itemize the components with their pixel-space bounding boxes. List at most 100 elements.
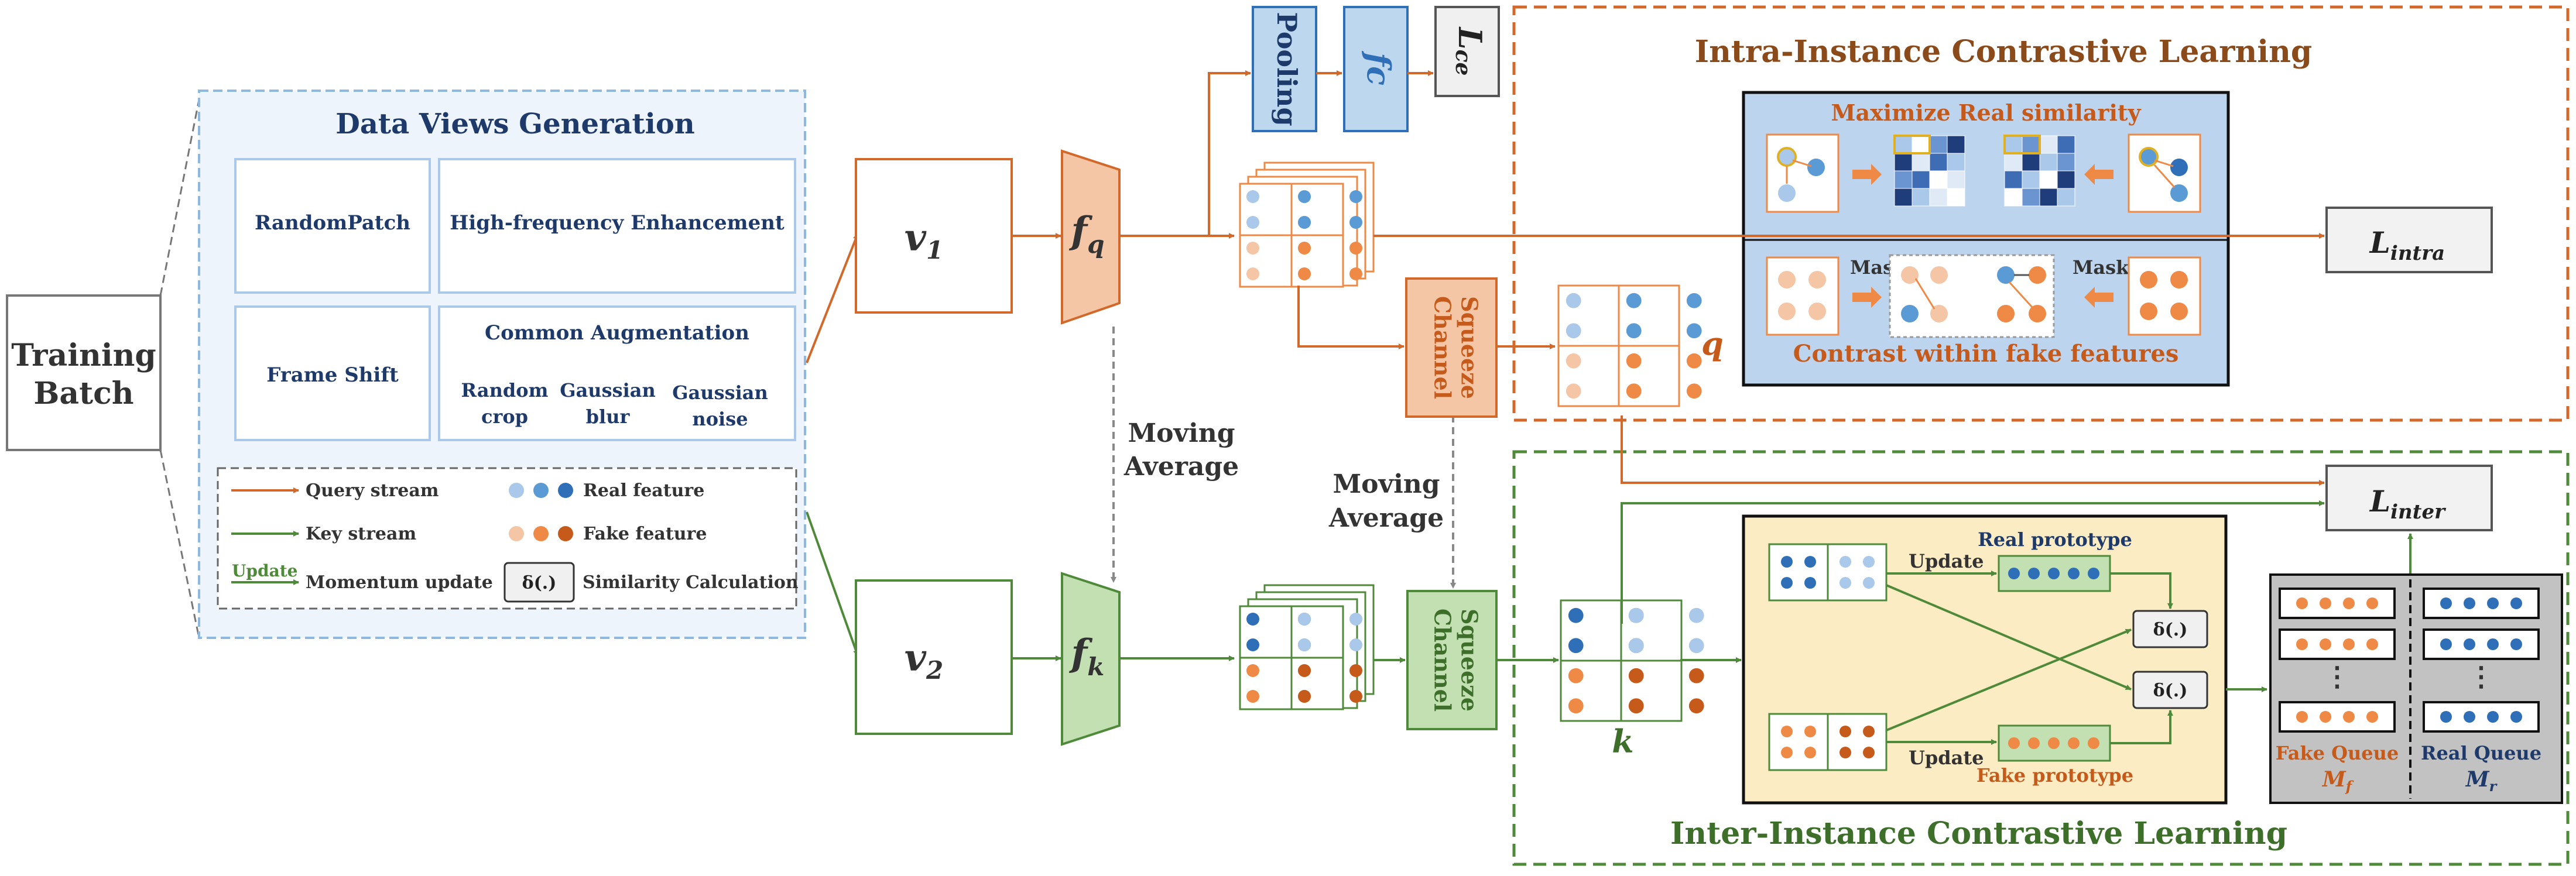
fake-queue-symbol: M (2321, 767, 2347, 792)
contrast-fake-label: Contrast within fake features (1793, 340, 2179, 367)
heatmap-cell (1894, 135, 1913, 154)
graph-node (1808, 271, 1826, 288)
view-v1: v1 (855, 158, 1013, 314)
lce-symbol: L (1451, 26, 1489, 50)
flow-arrow (2110, 572, 2173, 609)
heatmap-cell (2039, 188, 2058, 207)
loss-inter-symbol: L (2369, 484, 2390, 518)
heatmap-cell (2004, 153, 2023, 171)
queue-dot (2510, 638, 2522, 650)
heatmap-cell (1894, 188, 1913, 207)
flow-arrow (1886, 628, 2132, 731)
flow-arrow (1886, 584, 2132, 691)
heatmap-cell (2057, 135, 2075, 154)
feature-dot (1863, 726, 1875, 737)
feature-dot (1781, 747, 1793, 758)
queue-dot (2487, 711, 2499, 723)
feature-dot (1839, 556, 1851, 568)
queue-dot (2296, 711, 2308, 723)
feature-dot (1298, 190, 1311, 203)
encoder-fq: fq (1061, 149, 1121, 325)
feature-dot (1686, 353, 1702, 369)
feature-dot (1781, 556, 1793, 568)
feature-dot (1688, 698, 1704, 714)
queue-dot (2464, 711, 2475, 723)
feature-dot (1804, 726, 1816, 737)
pooling-label: Pooling (1271, 12, 1303, 126)
queue-dot (2320, 597, 2331, 609)
intra-title: Intra-Instance Contrastive Learning (1695, 34, 2313, 70)
v2-subscript: 2 (926, 656, 943, 685)
feature-dot (1568, 698, 1584, 714)
fake-panel (1766, 256, 1839, 336)
lce-subscript: ce (1451, 50, 1475, 76)
heatmap-cell (1912, 153, 1930, 171)
mask-panel (1889, 254, 2055, 338)
flow-arrow (2084, 287, 2113, 308)
loss-intra-subscript: intra (2390, 242, 2445, 265)
feature-dot (1349, 613, 1362, 626)
feature-dot (1781, 577, 1793, 589)
graph-edge (2008, 281, 2034, 309)
graph-node (1778, 303, 1796, 320)
legend-fake-feature: Fake feature (583, 524, 707, 544)
feature-dot (1349, 190, 1362, 203)
legend: Query stream Key stream Update Momentum … (217, 467, 799, 610)
graph-node (1930, 266, 1948, 284)
feature-dot (1686, 323, 1702, 339)
graph-edge (2153, 164, 2176, 188)
view-v2: v2 (855, 579, 1013, 735)
feature-dot (1349, 267, 1362, 280)
queue-dot (2320, 711, 2331, 723)
q-feature-grid (1557, 284, 1702, 407)
legend-real-feature: Real feature (583, 480, 704, 501)
channel-squeeze-k-line1: Channel (1430, 609, 1456, 712)
heatmap-cell (2022, 153, 2040, 171)
fake-panel (2128, 256, 2201, 336)
feature-dot (1686, 383, 1702, 399)
fake-prototype-label: Fake prototype (1976, 764, 2133, 786)
pooling-block: Pooling (1252, 6, 1317, 132)
feature-dot (1686, 293, 1702, 308)
svg-text:v2: v2 (905, 636, 943, 685)
feature-dot (1688, 607, 1704, 623)
encoder-fk: fk (1061, 572, 1121, 746)
feature-dot (1298, 690, 1311, 703)
moving-average-1-line1: Moving (1128, 418, 1235, 448)
data-views-title: Data Views Generation (335, 108, 695, 140)
gaussian-noise-line2: noise (692, 408, 748, 430)
legend-similarity-symbol: δ(.) (522, 573, 557, 593)
v1-symbol: v (905, 216, 927, 260)
graph-node (2170, 184, 2188, 202)
feature-dot (1568, 668, 1584, 683)
prototype-dot (2048, 737, 2060, 749)
feature-dot (1566, 383, 1581, 399)
graph-edge (2154, 159, 2174, 167)
v2-symbol: v (905, 636, 927, 680)
feature-dot (1688, 668, 1704, 683)
heatmap-cell (2022, 188, 2040, 207)
queue-real-dots: ⋮ (2468, 661, 2495, 692)
real-queue-label: Real Queue (2421, 742, 2541, 764)
channel-squeeze-key: Channel Squeeze (1406, 590, 1498, 730)
heatmap-cell (2057, 153, 2075, 171)
svg-text:Mr: Mr (2465, 767, 2498, 795)
queue-dot (2343, 597, 2355, 609)
real-prototype-label: Real prototype (1978, 528, 2132, 551)
feature-dot (1863, 747, 1875, 758)
feature-dot (1246, 690, 1259, 703)
graph-node (1778, 184, 1796, 202)
feature-dot (1628, 638, 1644, 654)
queue-dot (2440, 638, 2452, 650)
heatmap-cell (2004, 135, 2023, 154)
feature-dot (1566, 293, 1581, 308)
prototype-dot (2088, 737, 2099, 749)
loss-intra-symbol: L (2369, 225, 2390, 260)
feature-dot (1246, 664, 1259, 677)
feature-dot (1839, 747, 1851, 758)
graph-node (2029, 305, 2046, 322)
graph-node (2170, 303, 2188, 320)
queue-dot (2464, 638, 2475, 650)
feature-dot (1298, 216, 1311, 229)
svg-text:Linter: Linter (2369, 484, 2446, 524)
